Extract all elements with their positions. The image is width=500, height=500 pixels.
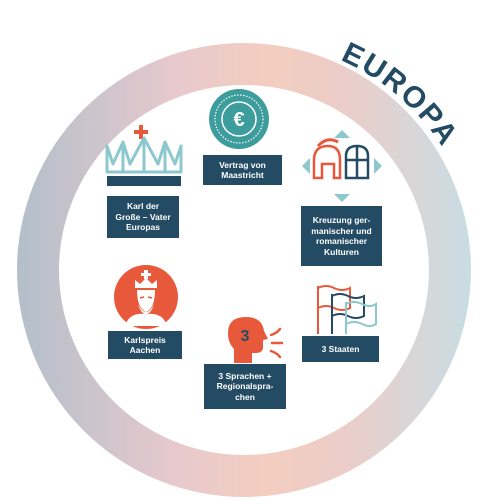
svg-text:€: € <box>233 109 244 131</box>
charlemagne-portrait-icon <box>114 265 178 329</box>
euro-coin-icon: € <box>209 89 269 149</box>
label-karlspreis: Karlspreis Aachen <box>108 331 182 359</box>
label-staaten: 3 Staaten <box>302 336 379 362</box>
helmets-icon <box>302 130 382 202</box>
crown-icon <box>105 125 183 186</box>
label-karl: Karl der Große – Vater Europas <box>107 196 179 238</box>
speaking-number: 3 <box>241 328 250 345</box>
label-kreuzung: Kreuzung ger- manischer und romanischer … <box>301 206 382 266</box>
label-maastricht: Vertrag von Maastricht <box>203 155 282 185</box>
flags-icon <box>317 285 377 334</box>
speaking-head-icon: 3 <box>228 317 284 363</box>
label-sprachen: 3 Sprachen + Regionalspra- chen <box>204 364 286 409</box>
